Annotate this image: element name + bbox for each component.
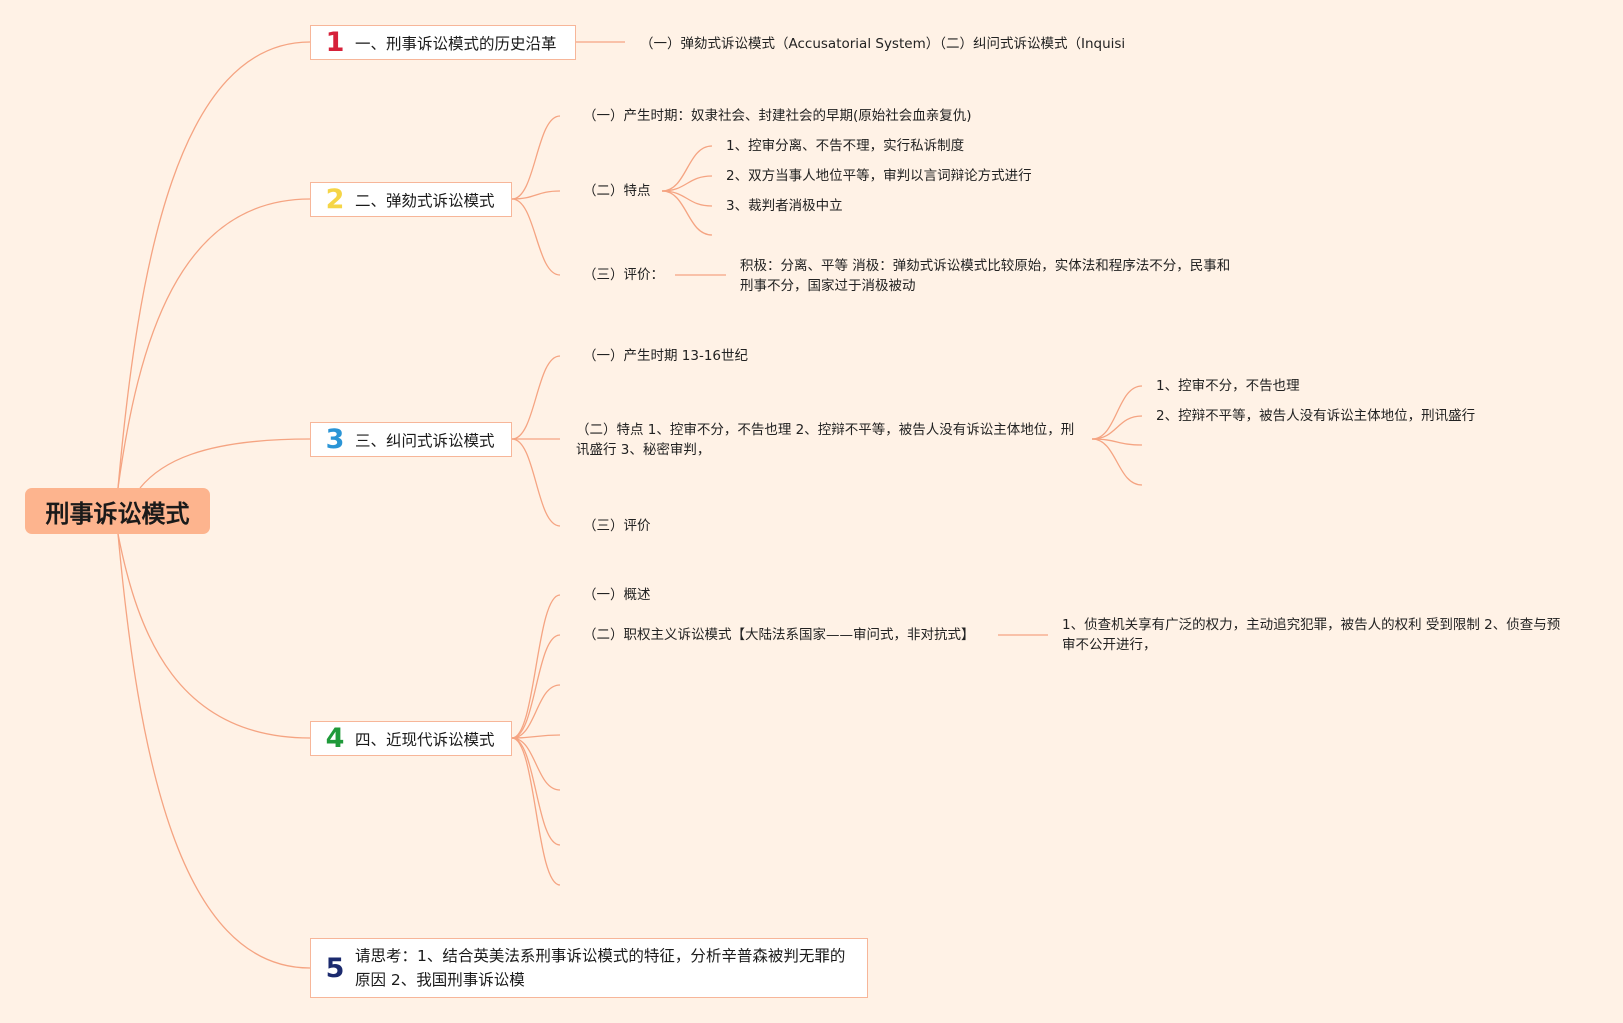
topic-2-link-f4 xyxy=(661,190,713,236)
topic-2-link-evaluation xyxy=(511,198,561,276)
topic-5-question[interactable]: 5 请思考：1、结合英美法系刑事诉讼模式的特征，分析辛普森被判无罪的原因 2、我… xyxy=(310,938,868,998)
topic-3-feature-2[interactable]: 2、控辩不平等，被告人没有诉讼主体地位，刑讯盛行 xyxy=(1156,408,1476,424)
topic-3-inquisitorial[interactable]: 3 三、纠问式诉讼模式 xyxy=(310,422,512,457)
topic-3-child-features[interactable]: （二）特点 1、控审不分，不告也理 2、控辩不平等，被告人没有诉讼主体地位，刑讯… xyxy=(576,422,1075,458)
topic-1-history[interactable]: 1 一、刑事诉讼模式的历史沿革 xyxy=(310,25,576,60)
topic-2-link-features xyxy=(511,190,561,200)
topic-3-link-f2 xyxy=(1091,415,1143,440)
topic-4-link-1 xyxy=(511,594,561,739)
number-5-badge: 5 xyxy=(325,952,345,984)
topic-3-child-origin[interactable]: （一）产生时期 13-16世纪 xyxy=(583,348,749,364)
topic-4-label: 四、近现代诉讼模式 xyxy=(355,730,495,749)
topic-4-link-5 xyxy=(511,737,561,791)
topic-3-feature-1[interactable]: 1、控审不分，不告也理 xyxy=(1156,378,1300,394)
topic-4-link-6 xyxy=(511,737,561,846)
root-topic[interactable]: 刑事诉讼模式 xyxy=(25,488,210,534)
topic-1-label: 一、刑事诉讼模式的历史沿革 xyxy=(355,34,557,53)
topic-3-link-f1 xyxy=(1091,385,1143,440)
topic-2-link-origin xyxy=(511,115,561,200)
topic-2-feature-2[interactable]: 2、双方当事人地位平等，审判以言词辩论方式进行 xyxy=(726,168,1032,184)
number-2-badge: 2 xyxy=(325,184,345,215)
topic-3-child-evaluation[interactable]: （三）评价 xyxy=(583,518,651,534)
topic-3-link-f3 xyxy=(1091,438,1143,446)
topic-1-child-1[interactable]: （一）弹劾式诉讼模式（Accusatorial System）（二）纠问式诉讼模… xyxy=(640,36,1126,52)
root-link-4 xyxy=(117,533,311,739)
topic-3-label: 三、纠问式诉讼模式 xyxy=(355,431,495,450)
number-1-badge: 1 xyxy=(325,27,345,58)
root-link-1 xyxy=(117,41,311,489)
root-link-3 xyxy=(139,438,311,489)
number-3-badge: 3 xyxy=(325,424,345,455)
topic-3-link-origin xyxy=(511,355,561,440)
topic-4-link-2 xyxy=(511,634,561,739)
topic-2-evaluation-detail[interactable]: 积极：分离、平等 消极：弹劾式诉讼模式比较原始，实体法和程序法不分，民事和刑事不… xyxy=(740,258,1231,294)
topic-4-child-overview[interactable]: （一）概述 xyxy=(583,587,651,603)
number-4-badge: 4 xyxy=(325,723,345,754)
topic-3-link-f4 xyxy=(1091,438,1143,486)
root-link-2 xyxy=(117,198,311,489)
topic-4-modern[interactable]: 4 四、近现代诉讼模式 xyxy=(310,721,512,756)
topic-2-feature-3[interactable]: 3、裁判者消极中立 xyxy=(726,198,843,214)
topic-4-link-3 xyxy=(511,684,561,739)
topic-4-mode-detail[interactable]: 1、侦查机关享有广泛的权力，主动追究犯罪，被告人的权利 受到限制 2、侦查与预审… xyxy=(1062,617,1561,653)
topic-2-label: 二、弹劾式诉讼模式 xyxy=(355,191,495,210)
topic-2-link-f2 xyxy=(661,175,713,192)
topic-2-accusatorial[interactable]: 2 二、弹劾式诉讼模式 xyxy=(310,182,512,217)
topic-5-label: 请思考：1、结合英美法系刑事诉讼模式的特征，分析辛普森被判无罪的原因 2、我国刑… xyxy=(355,947,846,989)
topic-2-link-f1 xyxy=(661,145,713,192)
topic-4-child-inquisitorial-mode[interactable]: （二）职权主义诉讼模式【大陆法系国家——审问式，非对抗式】 xyxy=(583,627,975,643)
topic-2-child-evaluation[interactable]: （三）评价： xyxy=(583,267,664,283)
topic-2-child-origin[interactable]: （一）产生时期：奴隶社会、封建社会的早期(原始社会血亲复仇) xyxy=(583,108,972,124)
topic-2-feature-1[interactable]: 1、控审分离、不告不理，实行私诉制度 xyxy=(726,138,965,154)
topic-4-link-7 xyxy=(511,737,561,886)
topic-4-link-4 xyxy=(511,734,561,739)
topic-2-child-features[interactable]: （二）特点 xyxy=(583,183,651,199)
root-link-5 xyxy=(117,533,311,969)
topic-3-link-evaluation xyxy=(511,438,561,527)
